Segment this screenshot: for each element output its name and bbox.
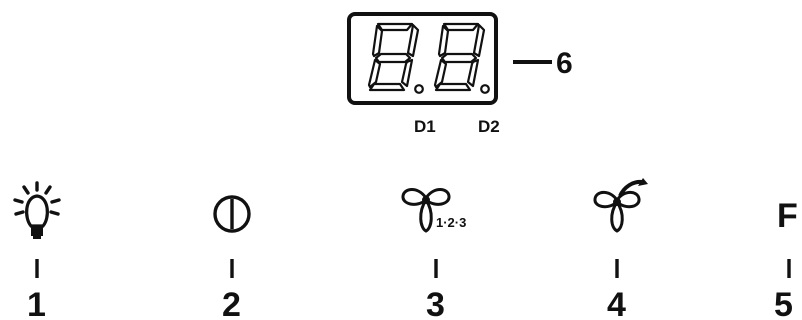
light-button: 1 xyxy=(13,181,61,320)
button-number-4: 4 xyxy=(607,286,626,320)
button-number-5: 5 xyxy=(774,286,793,320)
filter-f-icon: F xyxy=(777,197,798,235)
filter-button: F 5 xyxy=(774,197,798,320)
seven-segment-display: D1 D2 6 xyxy=(347,12,573,136)
digit-d1 xyxy=(367,22,420,92)
fan-timer-icon xyxy=(593,178,648,233)
decimal-point-d1 xyxy=(414,84,424,94)
button-number-2: 2 xyxy=(222,286,241,320)
digit-d2 xyxy=(433,22,486,92)
digit-label-d2: D2 xyxy=(478,117,500,136)
callout-number-6: 6 xyxy=(556,47,573,80)
fan-speed-icon xyxy=(401,188,451,233)
power-button: 2 xyxy=(213,195,251,320)
fan-speed-button: 1·2·3 3 xyxy=(401,188,466,320)
fan-timer-button: 4 xyxy=(593,178,648,320)
digit-label-d1: D1 xyxy=(414,117,436,136)
decimal-point-d2 xyxy=(480,84,490,94)
button-number-1: 1 xyxy=(27,286,46,320)
power-icon xyxy=(213,195,251,233)
display-frame xyxy=(347,12,498,105)
fan-speed-sub-label: 1·2·3 xyxy=(436,215,466,230)
button-number-3: 3 xyxy=(426,286,445,320)
light-bulb-icon xyxy=(13,181,61,239)
